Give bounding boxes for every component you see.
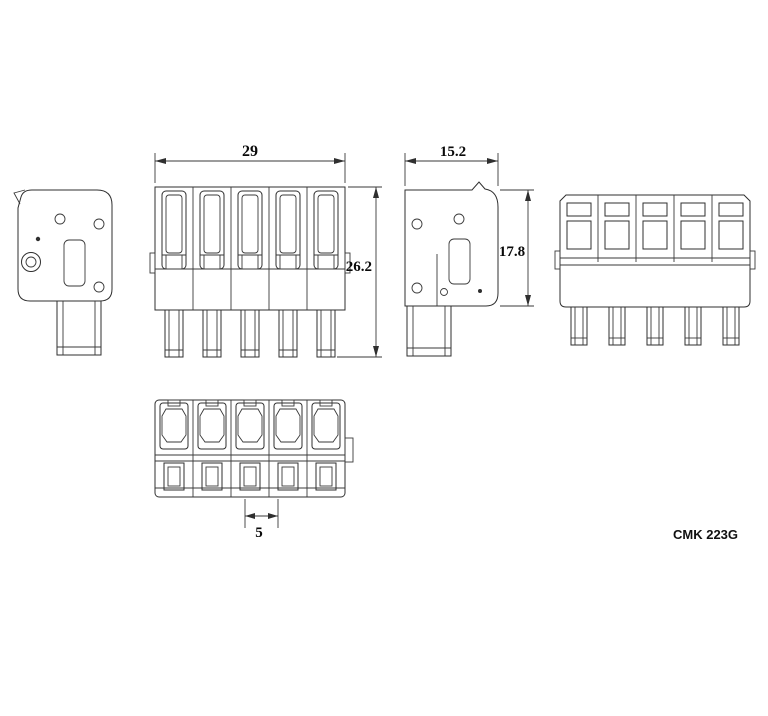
recess-slot [63, 239, 86, 287]
rear-pole-5 [718, 202, 744, 250]
front-pole-2 [199, 190, 225, 270]
recess-slot [448, 238, 471, 285]
side-pin [406, 306, 452, 357]
arrowhead-down [525, 295, 531, 306]
front-pole-1 [161, 190, 187, 270]
depth-label: 15.2 [440, 144, 466, 160]
front-pin-5 [316, 309, 336, 358]
arrowhead-up [373, 187, 379, 198]
side-tab-left [149, 252, 156, 274]
dimension-pitch: 5 [244, 499, 279, 541]
side-tab-right [344, 252, 351, 274]
pitch-label: 5 [255, 525, 263, 541]
arrowhead-left [405, 158, 416, 164]
hole-top-right [93, 218, 105, 230]
front-pin-3 [240, 309, 260, 358]
hole-upper-left [411, 218, 423, 230]
mount-hole-outer [21, 252, 41, 272]
latch-tab [13, 189, 26, 205]
dimensioned-side-view [404, 181, 499, 357]
dimension-housing-height: 17.8 [499, 189, 534, 307]
housing-outline [17, 189, 113, 302]
overall-height-label: 26.2 [346, 259, 372, 275]
front-pole-4 [275, 190, 301, 270]
rear-pole-2 [604, 202, 630, 250]
rear-pole-3 [642, 202, 668, 250]
hole-bottom-right [93, 281, 105, 293]
rear-pin-5 [722, 306, 740, 346]
front-pin-4 [278, 309, 298, 358]
hole-top-center [54, 213, 66, 225]
hole-lower-left [411, 282, 423, 294]
side-pin [56, 301, 102, 356]
top-pole-3 [235, 399, 265, 491]
arrowhead-up [525, 190, 531, 201]
rear-body-outline [559, 194, 751, 308]
index-dot [478, 289, 482, 293]
rear-pin-1 [570, 306, 588, 346]
arrowhead-left [245, 513, 255, 519]
top-view [154, 399, 354, 498]
top-pole-4 [273, 399, 303, 491]
arrowhead-right [334, 158, 345, 164]
arrowhead-down [373, 346, 379, 357]
left-side-view [13, 189, 113, 356]
front-pole-5 [313, 190, 339, 270]
index-dot [35, 236, 41, 242]
front-pin-2 [202, 309, 222, 358]
mount-hole-inner [25, 256, 37, 268]
side-tab-right [344, 437, 354, 463]
arrowhead-right [268, 513, 278, 519]
top-pole-2 [197, 399, 227, 491]
overall-width-label: 29 [242, 143, 258, 160]
top-pole-5 [311, 399, 341, 491]
rear-pole-4 [680, 202, 706, 250]
rear-pin-2 [608, 306, 626, 346]
dimension-overall-width: 29 [154, 143, 346, 183]
side-body-outline [404, 181, 499, 307]
hole-center [453, 213, 465, 225]
housing-height-label: 17.8 [499, 244, 525, 260]
rear-view [554, 194, 756, 346]
rear-pin-4 [684, 306, 702, 346]
arrowhead-right [487, 158, 498, 164]
side-tab-right [749, 250, 756, 270]
front-body-outline [154, 186, 346, 311]
rear-pin-3 [646, 306, 664, 346]
top-pole-1 [159, 399, 189, 491]
dimension-depth: 15.2 [404, 144, 499, 186]
rear-pole-1 [566, 202, 592, 250]
front-pole-3 [237, 190, 263, 270]
part-number: CMK 223G [673, 527, 738, 542]
side-tab-left [554, 250, 561, 270]
front-view [149, 186, 351, 358]
arrowhead-left [155, 158, 166, 164]
hole-bottom-center [440, 288, 448, 296]
dimension-overall-height: 26.2 [337, 186, 382, 358]
front-pin-1 [164, 309, 184, 358]
